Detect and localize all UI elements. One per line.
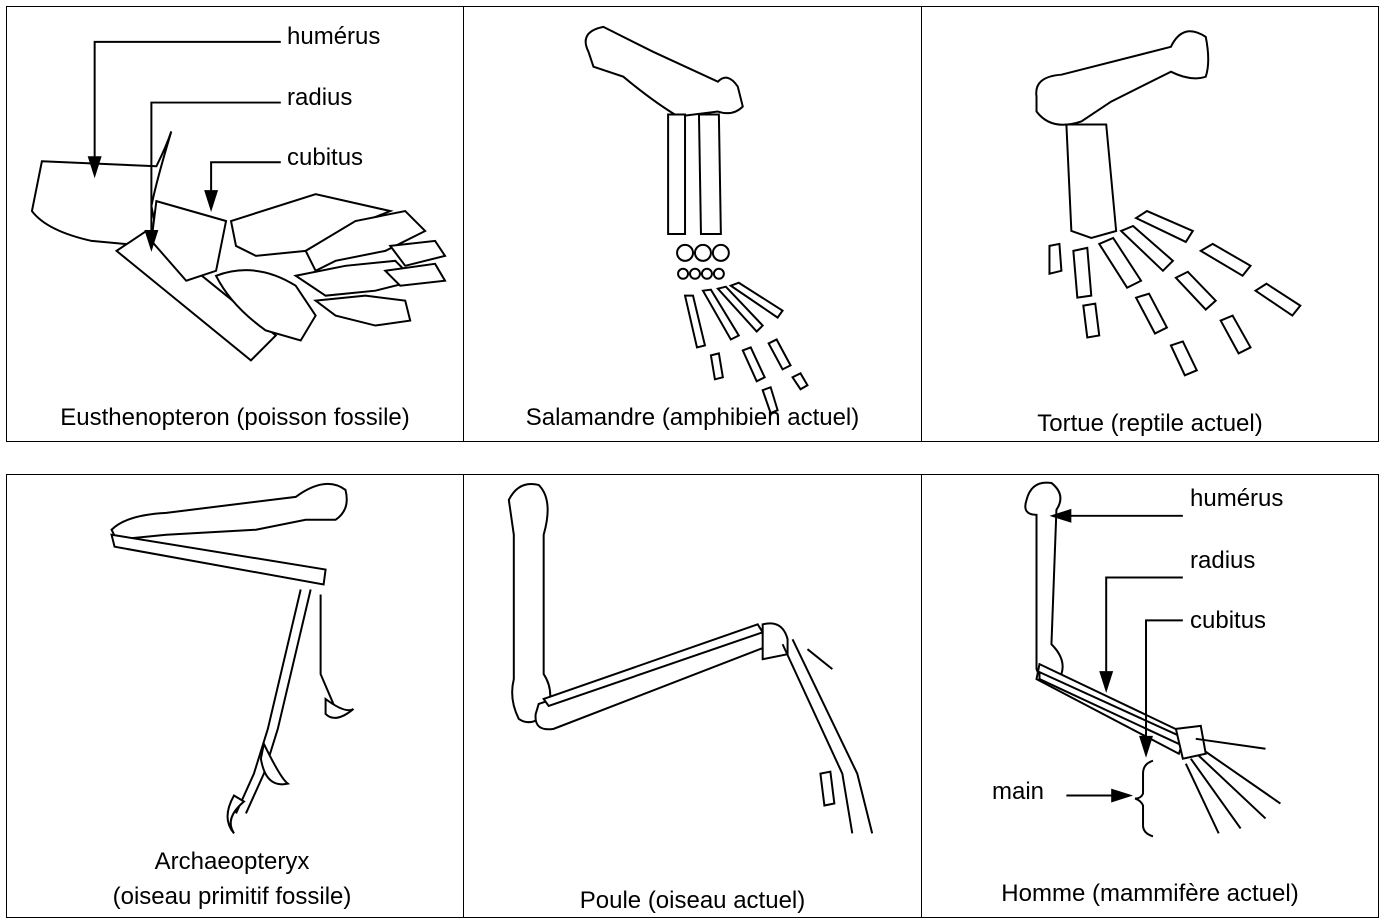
label-humerus: humérus: [287, 23, 380, 51]
panel-archaeopteryx: Archaeopteryx (oiseau primitif fossile): [6, 474, 464, 918]
caption-eusthenopteron: Eusthenopteron (poisson fossile): [7, 404, 463, 432]
caption-tortue: Tortue (reptile actuel): [922, 410, 1378, 438]
caption-salamandre: Salamandre (amphibien actuel): [464, 404, 921, 432]
label-cubitus: cubitus: [287, 144, 363, 172]
homme-arm-drawing: [922, 475, 1378, 917]
caption-homme: Homme (mammifère actuel): [922, 880, 1378, 908]
label-homme-cubitus: cubitus: [1190, 607, 1266, 635]
tortue-limb-drawing: [922, 7, 1378, 441]
salamandre-limb-drawing: [464, 7, 921, 441]
panel-eusthenopteron: humérus radius cubitus Eusthenopteron (p…: [6, 6, 464, 442]
panel-homme: humérus radius cubitus main Homme (mammi…: [921, 474, 1379, 918]
panel-poule: Poule (oiseau actuel): [463, 474, 922, 918]
label-radius: radius: [287, 84, 352, 112]
label-homme-humerus: humérus: [1190, 485, 1283, 513]
eusthenopteron-fin-drawing: [7, 7, 463, 441]
poule-wing-drawing: [464, 475, 921, 917]
panel-salamandre: Salamandre (amphibien actuel): [463, 6, 922, 442]
label-homme-main: main: [992, 778, 1044, 806]
label-homme-radius: radius: [1190, 547, 1255, 575]
caption-poule: Poule (oiseau actuel): [464, 887, 921, 915]
caption-archaeopteryx-line2: (oiseau primitif fossile): [7, 883, 457, 911]
caption-archaeopteryx-line1: Archaeopteryx: [7, 848, 457, 876]
panel-tortue: Tortue (reptile actuel): [921, 6, 1379, 442]
